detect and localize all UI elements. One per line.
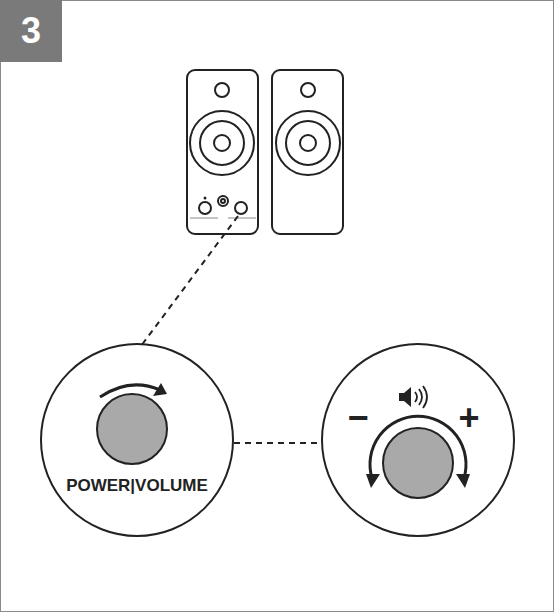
- volume-knob: [97, 394, 167, 464]
- step-badge: 3: [0, 0, 62, 62]
- circle-outline: [40, 343, 234, 537]
- detail-circle: −+: [321, 343, 515, 537]
- volume-sign: +: [458, 400, 479, 436]
- step-number: 3: [21, 13, 41, 49]
- control-label: POWER|VOLUME: [66, 477, 208, 494]
- circle-outline: [321, 343, 515, 537]
- speaker-left: [187, 70, 258, 234]
- volume-knob: [383, 428, 453, 498]
- detail-circle: POWER|VOLUME: [40, 343, 234, 537]
- volume-icon: [399, 386, 427, 408]
- dashed-connector: [234, 443, 321, 444]
- leader-line: [141, 216, 238, 346]
- speaker-right: [272, 70, 343, 234]
- volume-sign: −: [347, 400, 368, 436]
